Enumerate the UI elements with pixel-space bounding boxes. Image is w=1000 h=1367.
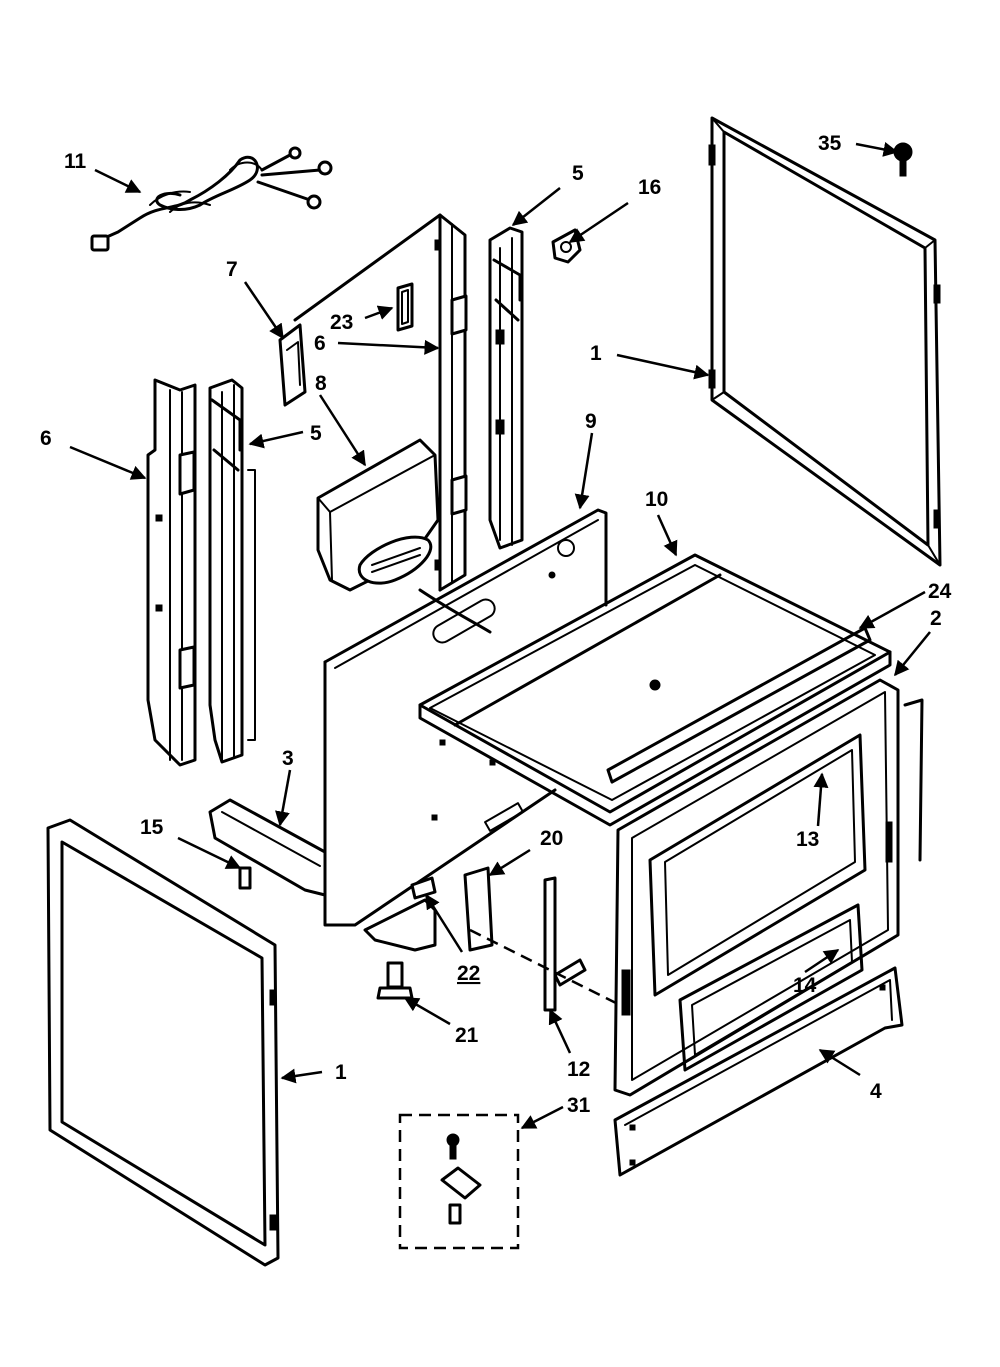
trim-strip-part-24 [606,626,872,784]
callout-35: 35 [818,132,842,155]
screw-part-15 [238,866,252,890]
front-frame-part-2 [613,678,924,1097]
kick-plate-part-4 [613,966,904,1177]
callout-12: 12 [567,1058,590,1081]
leveling-leg-part-21 [376,961,414,1000]
leader-lines [69,142,931,1130]
bracket-part-7 [278,323,307,407]
lower-gasket-part-14 [678,903,864,1072]
vent-duct-part-8 [316,438,440,592]
callout-8: 8 [315,372,327,395]
side-rail-left [146,378,197,767]
callout-4: 4 [870,1080,882,1103]
callout-31: 31 [567,1094,591,1117]
dashed-connector [469,928,631,1012]
vertical-rail-left [208,378,256,764]
top-panel-frame [708,116,942,567]
callout-20: 20 [540,827,563,850]
callout-6-left: 6 [40,427,52,450]
vertical-rail-upper [488,226,524,550]
window-gasket-part-13 [648,733,867,997]
callout-1-upper: 1 [590,342,602,365]
callout-2: 2 [930,607,942,630]
callout-7: 7 [226,258,238,281]
cabinet-body-part-9 [323,508,608,927]
callout-22: 22 [457,962,480,985]
callout-13: 13 [796,828,819,851]
screw-part-35 [893,142,913,177]
callout-labels: 11 7 23 6 5 16 35 1 8 6 5 9 10 24 2 3 15… [40,132,952,1117]
callout-3: 3 [282,747,294,770]
power-cord-part [90,146,333,252]
rail-part-3 [208,798,327,897]
back-panel-rail-upper [293,213,468,592]
callout-23: 23 [330,311,353,334]
clip-part-23 [396,282,414,332]
top-panel-part-10 [418,553,892,827]
side-panel-frame-lower [46,818,280,1267]
callout-1-lower: 1 [335,1061,347,1084]
callout-5-upper: 5 [572,162,584,185]
hardware-kit-part-31 [398,1113,520,1250]
callout-5-left: 5 [310,422,322,445]
callout-10: 10 [645,488,668,511]
callout-21: 21 [455,1024,479,1047]
callout-24: 24 [928,580,952,603]
door-switch-part-12 [543,876,587,1012]
callout-16: 16 [638,176,661,199]
callout-11: 11 [64,150,87,173]
callout-15: 15 [140,816,164,839]
callout-14: 14 [793,974,817,997]
callout-6-upper: 6 [314,332,326,355]
callout-9: 9 [585,410,597,433]
bracket-part-16 [551,228,582,264]
clip-part-22 [410,876,437,900]
bottom-bracket [363,898,437,952]
